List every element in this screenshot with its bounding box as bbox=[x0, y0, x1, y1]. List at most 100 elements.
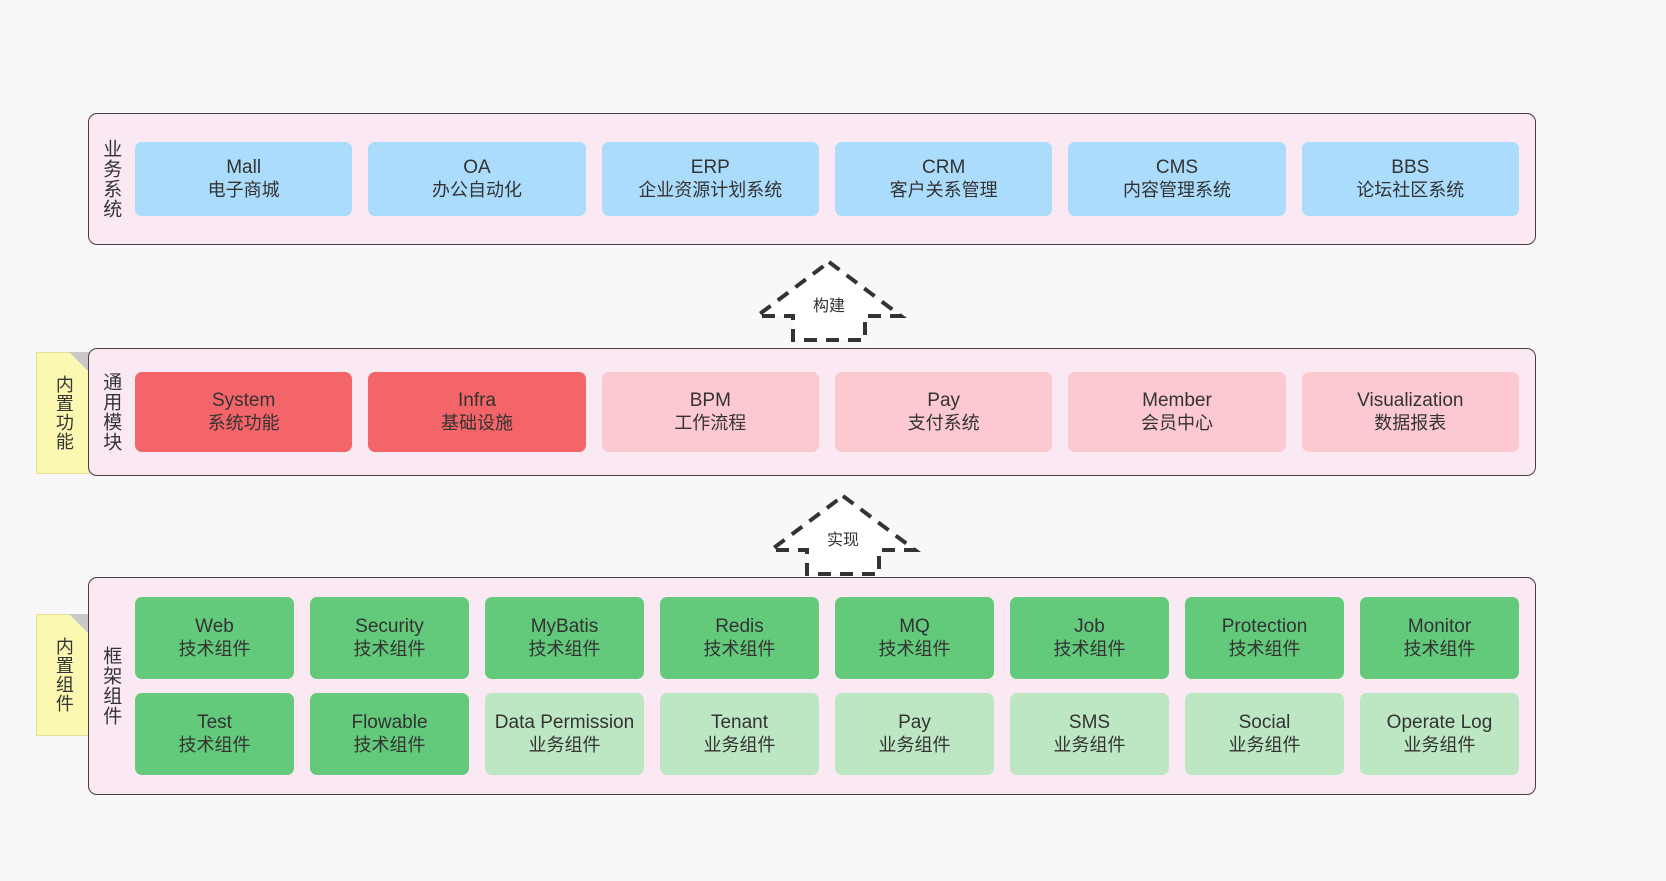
cell-cn-label: 工作流程 bbox=[674, 412, 747, 433]
sticky-note-builtin-components: 内置组件 bbox=[36, 614, 90, 736]
cell-cn-label: 论坛社区系统 bbox=[1356, 179, 1465, 200]
arrow-build: 构建 bbox=[751, 258, 907, 344]
cell-mq[interactable]: MQ 技术组件 bbox=[835, 597, 994, 679]
sticky-note-label: 内置组件 bbox=[53, 637, 74, 713]
cell-en-label: Infra bbox=[457, 390, 496, 412]
cell-oa[interactable]: OA 办公自动化 bbox=[368, 142, 586, 216]
cell-en-label: CRM bbox=[922, 157, 966, 179]
cell-bbs[interactable]: BBS 论坛社区系统 bbox=[1301, 142, 1519, 216]
cell-en-label: Social bbox=[1238, 712, 1291, 734]
cell-cn-label: 技术组件 bbox=[528, 638, 601, 659]
cell-security[interactable]: Security 技术组件 bbox=[310, 597, 469, 679]
cell-en-label: Pay bbox=[927, 390, 961, 412]
layer-common-modules: 通用模块 System 系统功能 Infra 基础设施 BPM 工作流程 Pay… bbox=[88, 348, 1536, 476]
cell-en-label: Pay bbox=[898, 712, 931, 734]
cell-cn-label: 业务组件 bbox=[878, 734, 951, 755]
layer-row: Web 技术组件 Security 技术组件 MyBatis 技术组件 Redi… bbox=[135, 597, 1519, 679]
cell-cn-label: 技术组件 bbox=[1403, 638, 1476, 659]
layer-title-framework: 框架组件 bbox=[100, 646, 122, 726]
cell-mall[interactable]: Mall 电子商城 bbox=[135, 142, 353, 216]
cell-en-label: OA bbox=[463, 157, 491, 179]
arrow-implement-label: 实现 bbox=[826, 532, 859, 549]
cell-crm[interactable]: CRM 客户关系管理 bbox=[834, 142, 1053, 216]
layer-row: System 系统功能 Infra 基础设施 BPM 工作流程 Pay 支付系统… bbox=[135, 372, 1519, 452]
cell-en-label: BBS bbox=[1391, 157, 1430, 179]
layer-cells-business: Mall 电子商城 OA 办公自动化 ERP 企业资源计划系统 CRM 客户关系… bbox=[131, 114, 1535, 244]
sticky-note-label: 内置功能 bbox=[53, 375, 74, 451]
cell-cn-label: 业务组件 bbox=[1228, 734, 1301, 755]
cell-en-label: CMS bbox=[1155, 157, 1199, 179]
cell-cn-label: 业务组件 bbox=[703, 734, 776, 755]
cell-pay-module[interactable]: Pay 支付系统 bbox=[834, 372, 1053, 452]
cell-en-label: MyBatis bbox=[530, 616, 599, 638]
cell-web[interactable]: Web 技术组件 bbox=[135, 597, 294, 679]
cell-en-label: SMS bbox=[1068, 712, 1111, 734]
sticky-note-builtin-features: 内置功能 bbox=[36, 352, 90, 474]
cell-bpm[interactable]: BPM 工作流程 bbox=[601, 372, 819, 452]
cell-monitor[interactable]: Monitor 技术组件 bbox=[1360, 597, 1519, 679]
cell-redis[interactable]: Redis 技术组件 bbox=[660, 597, 819, 679]
cell-en-label: ERP bbox=[690, 157, 730, 179]
cell-en-label: MQ bbox=[899, 616, 930, 638]
cell-test[interactable]: Test 技术组件 bbox=[135, 693, 294, 775]
cell-en-label: Protection bbox=[1221, 616, 1308, 638]
cell-cn-label: 基础设施 bbox=[440, 412, 513, 433]
cell-cn-label: 技术组件 bbox=[1053, 638, 1126, 659]
cell-tenant[interactable]: Tenant 业务组件 bbox=[660, 693, 819, 775]
cell-en-label: Operate Log bbox=[1386, 712, 1493, 734]
cell-cn-label: 技术组件 bbox=[178, 638, 251, 659]
cell-pay-component[interactable]: Pay 业务组件 bbox=[835, 693, 994, 775]
cell-flowable[interactable]: Flowable 技术组件 bbox=[310, 693, 469, 775]
cell-cn-label: 技术组件 bbox=[703, 638, 776, 659]
cell-cn-label: 技术组件 bbox=[353, 638, 426, 659]
cell-cn-label: 技术组件 bbox=[353, 734, 426, 755]
cell-protection[interactable]: Protection 技术组件 bbox=[1185, 597, 1344, 679]
cell-data-permission[interactable]: Data Permission 业务组件 bbox=[485, 693, 644, 775]
layer-title-business: 业务系统 bbox=[100, 139, 122, 219]
cell-en-label: Flowable bbox=[351, 712, 428, 734]
cell-en-label: Web bbox=[195, 616, 234, 638]
cell-cn-label: 技术组件 bbox=[878, 638, 951, 659]
layer-business-systems: 业务系统 Mall 电子商城 OA 办公自动化 ERP 企业资源计划系统 CRM… bbox=[88, 113, 1536, 245]
cell-member[interactable]: Member 会员中心 bbox=[1068, 372, 1286, 452]
cell-cn-label: 数据报表 bbox=[1374, 412, 1447, 433]
cell-cn-label: 业务组件 bbox=[528, 734, 601, 755]
cell-cn-label: 业务组件 bbox=[1403, 734, 1476, 755]
cell-cn-label: 支付系统 bbox=[907, 412, 980, 433]
cell-cn-label: 会员中心 bbox=[1140, 412, 1213, 433]
cell-mybatis[interactable]: MyBatis 技术组件 bbox=[485, 597, 644, 679]
cell-cms[interactable]: CMS 内容管理系统 bbox=[1068, 142, 1286, 216]
cell-en-label: Tenant bbox=[710, 712, 769, 734]
layer-framework-components: 框架组件 Web 技术组件 Security 技术组件 MyBatis 技术组件… bbox=[88, 577, 1536, 795]
cell-visualization[interactable]: Visualization 数据报表 bbox=[1301, 372, 1519, 452]
layer-cells-common: System 系统功能 Infra 基础设施 BPM 工作流程 Pay 支付系统… bbox=[131, 349, 1535, 475]
cell-cn-label: 技术组件 bbox=[1228, 638, 1301, 659]
cell-en-label: Monitor bbox=[1407, 616, 1472, 638]
cell-en-label: Job bbox=[1074, 616, 1105, 638]
cell-cn-label: 技术组件 bbox=[178, 734, 251, 755]
layer-cells-framework: Web 技术组件 Security 技术组件 MyBatis 技术组件 Redi… bbox=[131, 578, 1535, 794]
arrow-implement: 实现 bbox=[765, 492, 921, 578]
layer-title-common: 通用模块 bbox=[100, 372, 122, 452]
cell-cn-label: 办公自动化 bbox=[431, 179, 522, 200]
cell-social[interactable]: Social 业务组件 bbox=[1185, 693, 1344, 775]
cell-cn-label: 电子商城 bbox=[207, 179, 280, 200]
cell-job[interactable]: Job 技术组件 bbox=[1010, 597, 1169, 679]
cell-en-label: Mall bbox=[226, 157, 262, 179]
cell-en-label: Visualization bbox=[1357, 390, 1464, 412]
cell-en-label: Redis bbox=[715, 616, 764, 638]
cell-en-label: Security bbox=[355, 616, 424, 638]
cell-en-label: Test bbox=[197, 712, 232, 734]
cell-cn-label: 企业资源计划系统 bbox=[638, 179, 783, 200]
arrow-build-label: 构建 bbox=[812, 298, 845, 315]
cell-cn-label: 内容管理系统 bbox=[1122, 179, 1231, 200]
cell-en-label: BPM bbox=[689, 390, 731, 412]
cell-erp[interactable]: ERP 企业资源计划系统 bbox=[601, 142, 819, 216]
layer-row: Test 技术组件 Flowable 技术组件 Data Permission … bbox=[135, 693, 1519, 775]
cell-sms[interactable]: SMS 业务组件 bbox=[1010, 693, 1169, 775]
cell-operate-log[interactable]: Operate Log 业务组件 bbox=[1360, 693, 1519, 775]
cell-infra[interactable]: Infra 基础设施 bbox=[368, 372, 586, 452]
cell-en-label: Member bbox=[1142, 390, 1212, 412]
cell-system[interactable]: System 系统功能 bbox=[135, 372, 353, 452]
